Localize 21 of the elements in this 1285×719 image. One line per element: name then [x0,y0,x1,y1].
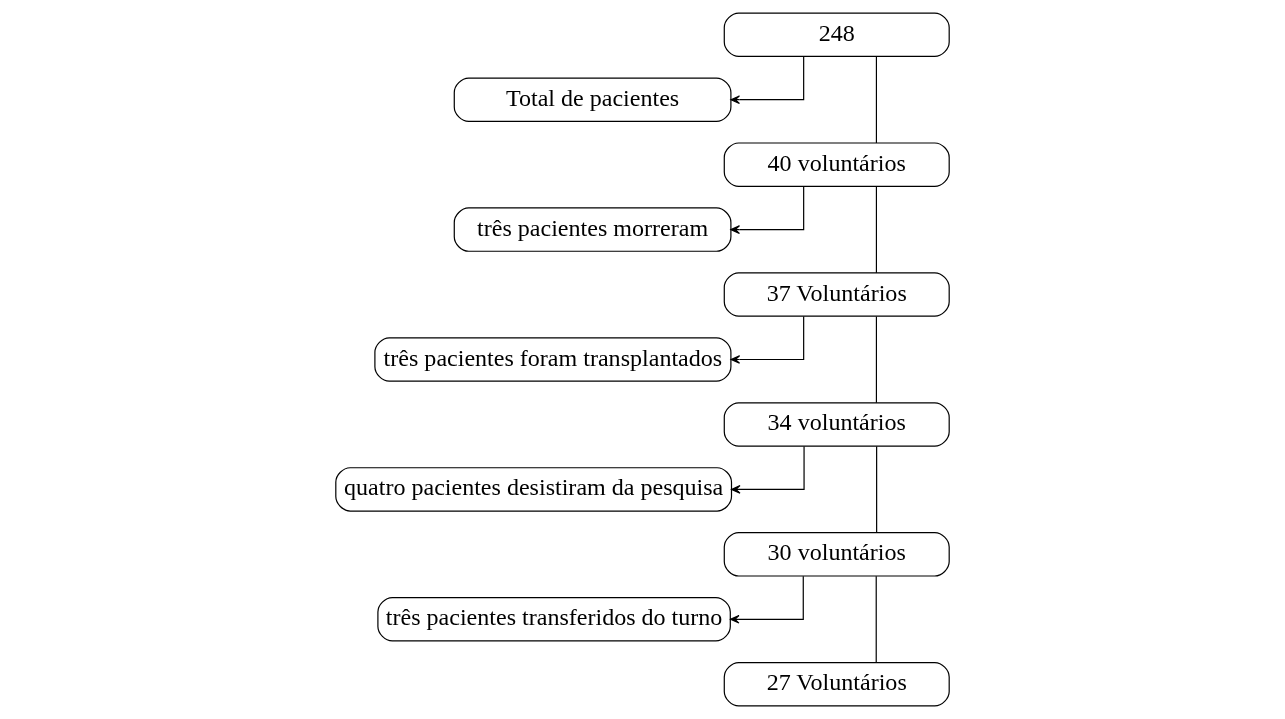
node-box: 37 Voluntários [723,272,950,317]
connector [875,575,877,664]
arrow [731,445,805,494]
node-box: 248 [723,12,950,57]
connector [876,445,878,534]
connector [875,186,878,274]
node-box: três pacientes morreram [453,207,732,252]
connector [875,56,878,144]
node-box: 27 Voluntários [723,662,950,707]
arrow [729,575,804,624]
connector [875,316,878,404]
node-box: 34 voluntários [723,402,950,447]
node-box: três pacientes transferidos do turno [377,597,731,642]
arrow [730,315,805,364]
node-box: Total de pacientes [453,77,732,122]
node-box: 30 voluntários [723,532,950,577]
arrow [730,186,805,234]
node-box: 40 voluntários [723,142,950,187]
node-box: três pacientes foram transplantados [374,337,732,382]
arrow [730,56,805,105]
node-box: quatro pacientes desistiram da pesquisa [335,467,733,512]
